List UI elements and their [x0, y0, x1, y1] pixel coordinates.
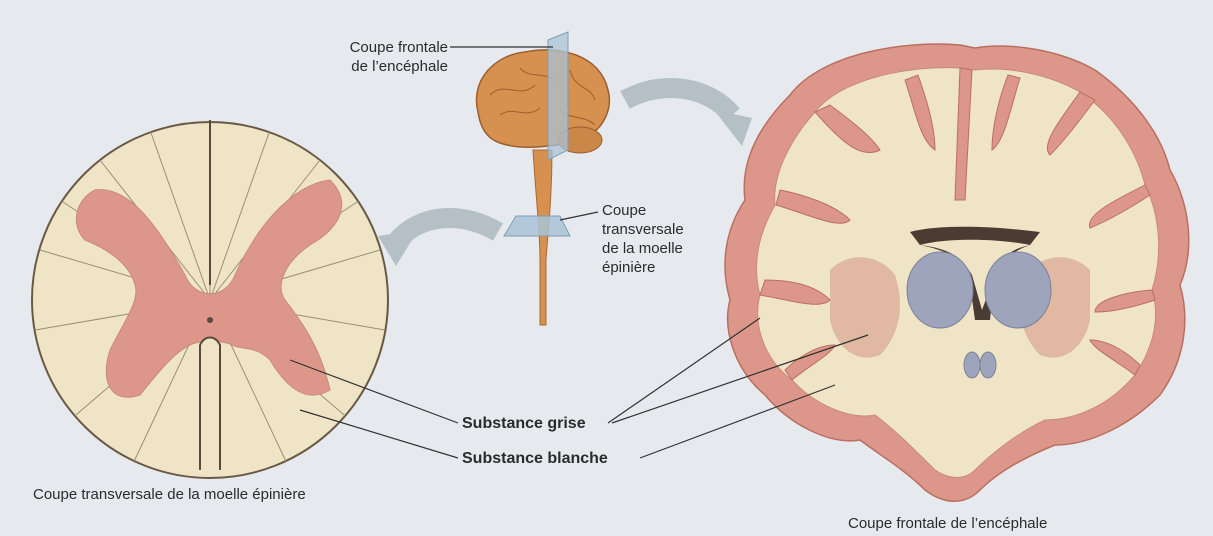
brain-model	[476, 32, 609, 325]
grey-matter-label: Substance grise	[462, 414, 586, 433]
brain-caption: Coupe frontale de l’encéphale	[848, 514, 1047, 533]
transverse-plane-label-line4: épinière	[602, 258, 684, 277]
frontal-plane-label: Coupe frontale de l’encéphale	[326, 38, 448, 76]
leader-transverse-plane	[560, 212, 598, 220]
thalamus-left	[907, 252, 973, 328]
brain-frontal-section	[725, 44, 1189, 501]
arrow-to-brain	[625, 88, 752, 146]
transverse-plane-label-line1: Coupe	[602, 201, 684, 220]
leader-grey-brain-cortex	[608, 318, 760, 423]
transverse-plane-label-line3: de la moelle	[602, 239, 684, 258]
spinal-cord-section	[32, 120, 388, 478]
mammillary-body-left	[964, 352, 980, 378]
transverse-plane-label-line2: transversale	[602, 220, 684, 239]
frontal-plane-label-line2: de l’encéphale	[326, 57, 448, 76]
central-canal	[207, 317, 213, 323]
frontal-plane-label-line1: Coupe frontale	[326, 38, 448, 57]
arrow-to-spinal-cord	[378, 218, 498, 266]
anterior-median-fissure	[200, 338, 220, 471]
thalamus-right	[985, 252, 1051, 328]
transverse-plane	[504, 216, 570, 236]
white-matter-label: Substance blanche	[462, 449, 608, 468]
transverse-plane-label: Coupe transversale de la moelle épinière	[602, 201, 684, 277]
mammillary-body-right	[980, 352, 996, 378]
frontal-plane	[548, 32, 568, 160]
spinal-cord-caption: Coupe transversale de la moelle épinière	[33, 485, 306, 504]
spinal-cord-model	[533, 150, 552, 325]
